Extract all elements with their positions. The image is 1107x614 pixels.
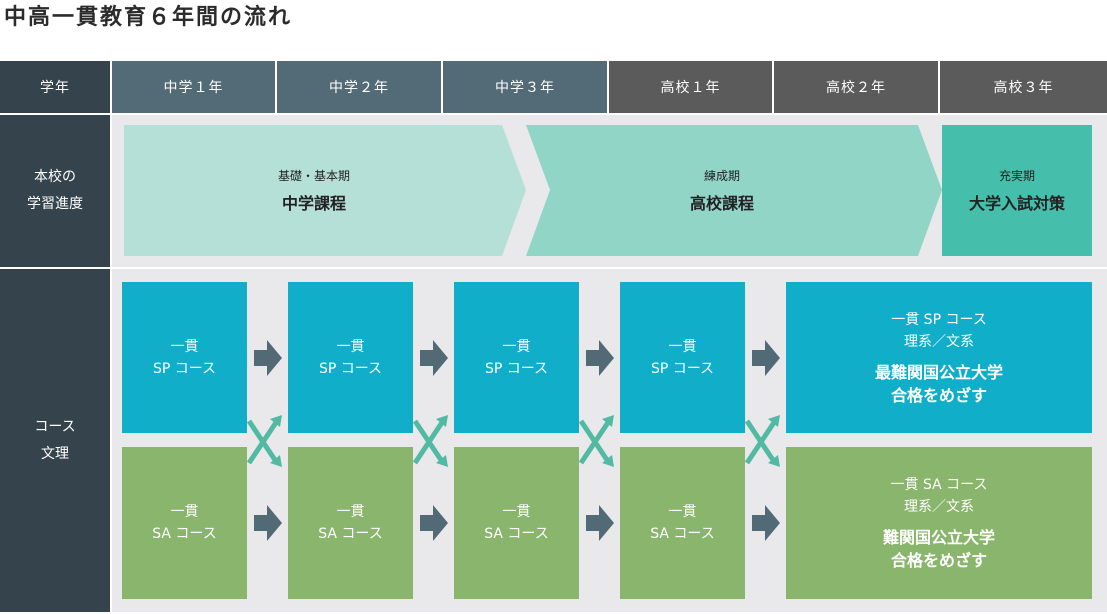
arrow-right-icon bbox=[752, 505, 780, 541]
header-grade-label: 学年 bbox=[0, 61, 110, 113]
sp-course-jh1: 一貫 SP コース bbox=[122, 282, 247, 433]
sa-course-final: 一貫 SA コース 理系／文系 難関国公立大学 合格をめざす bbox=[786, 447, 1092, 599]
sa-course-jh2: 一貫 SA コース bbox=[288, 447, 413, 599]
sa-course-hs1: 一貫 SA コース bbox=[620, 447, 745, 599]
sp-course-line1: 一貫 bbox=[668, 338, 697, 355]
sp-final-line1: 一貫 SP コース bbox=[891, 311, 987, 328]
header-jh1: 中学１年 bbox=[112, 61, 275, 113]
stage-2-sub: 練成期 bbox=[703, 169, 740, 183]
sp-course-line2: SP コース bbox=[484, 360, 549, 377]
sa-course-line2: SA コース bbox=[152, 526, 217, 542]
sa-final-goal1: 難関国公立大学 bbox=[882, 528, 995, 547]
sp-course-line1: 一貫 bbox=[336, 338, 365, 355]
arrow-right-icon bbox=[254, 505, 282, 541]
sp-course-line1: 一貫 bbox=[170, 338, 199, 355]
sp-final-goal1: 最難関国公立大学 bbox=[874, 362, 1003, 382]
cross-arrows-icon bbox=[412, 415, 448, 467]
stage-2: 練成期 高校課程 bbox=[526, 125, 918, 256]
stage-chevron-1 bbox=[124, 125, 526, 256]
sp-final-goal2: 合格をめざす bbox=[890, 385, 987, 405]
row-label-progress: 本校の 学習進度 bbox=[0, 115, 110, 267]
arrow-right-icon bbox=[254, 340, 282, 376]
cross-arrows-icon bbox=[246, 415, 282, 467]
sp-course-jh3: 一貫 SP コース bbox=[454, 282, 579, 433]
sp-course-line2: SP コース bbox=[318, 360, 383, 377]
header-hs2: 高校２年 bbox=[774, 61, 938, 113]
stage-1-sub: 基礎・基本期 bbox=[277, 169, 350, 183]
arrow-right-icon bbox=[420, 505, 448, 541]
sa-course-jh1: 一貫 SA コース bbox=[122, 447, 247, 599]
sp-course-line1: 一貫 bbox=[502, 338, 531, 355]
sa-course-jh3: 一貫 SA コース bbox=[454, 447, 579, 599]
stage-box-3 bbox=[942, 125, 1092, 256]
arrow-right-icon bbox=[586, 505, 614, 541]
arrow-right-icon bbox=[586, 340, 614, 376]
row-label-course: コース 文理 bbox=[0, 269, 110, 612]
sa-course-line2: SA コース bbox=[484, 526, 549, 542]
cross-arrows-icon bbox=[744, 415, 780, 467]
header-hs3: 高校３年 bbox=[940, 61, 1107, 113]
arrow-right-icon bbox=[752, 340, 780, 376]
sp-final-line2: 理系／文系 bbox=[904, 333, 974, 350]
sp-course-final: 一貫 SP コース 理系／文系 最難関国公立大学 合格をめざす bbox=[786, 282, 1092, 433]
stage-1: 基礎・基本期 中学課程 bbox=[124, 125, 504, 256]
row-label-progress-line2: 学習進度 bbox=[27, 196, 83, 212]
sa-final-line1: 一貫 SA コース bbox=[890, 477, 988, 493]
stage-3: 充実期 大学入試対策 bbox=[942, 125, 1092, 256]
header-jh2: 中学２年 bbox=[277, 61, 441, 113]
page-title: 中高一貫教育６年間の流れ bbox=[4, 5, 293, 30]
stage-2-main: 高校課程 bbox=[689, 194, 754, 213]
sp-course-hs1: 一貫 SP コース bbox=[620, 282, 745, 433]
sa-final-goal2: 合格をめざす bbox=[890, 551, 987, 570]
row-label-progress-line1: 本校の bbox=[34, 169, 76, 185]
stage-3-sub: 充実期 bbox=[998, 169, 1035, 183]
header-jh3: 中学３年 bbox=[443, 61, 607, 113]
header-hs1: 高校１年 bbox=[609, 61, 772, 113]
row-label-course-line2: 文理 bbox=[41, 445, 69, 462]
sa-course-line1: 一貫 bbox=[336, 504, 365, 520]
sa-final-line2: 理系／文系 bbox=[904, 499, 974, 515]
sp-course-jh2: 一貫 SP コース bbox=[288, 282, 413, 433]
sa-course-line2: SA コース bbox=[318, 526, 383, 542]
stage-chevron-2 bbox=[526, 125, 942, 256]
sp-course-line2: SP コース bbox=[152, 360, 217, 377]
sp-course-line2: SP コース bbox=[650, 360, 715, 377]
stage-3-main: 大学入試対策 bbox=[968, 194, 1065, 213]
stage-1-main: 中学課程 bbox=[281, 194, 346, 213]
sa-course-line1: 一貫 bbox=[668, 504, 697, 520]
cross-arrows-icon bbox=[578, 415, 614, 467]
arrow-right-icon bbox=[420, 340, 448, 376]
sa-course-line1: 一貫 bbox=[502, 504, 531, 520]
sa-course-line2: SA コース bbox=[650, 526, 715, 542]
row-label-course-line1: コース bbox=[34, 418, 76, 435]
sa-course-line1: 一貫 bbox=[170, 504, 199, 520]
